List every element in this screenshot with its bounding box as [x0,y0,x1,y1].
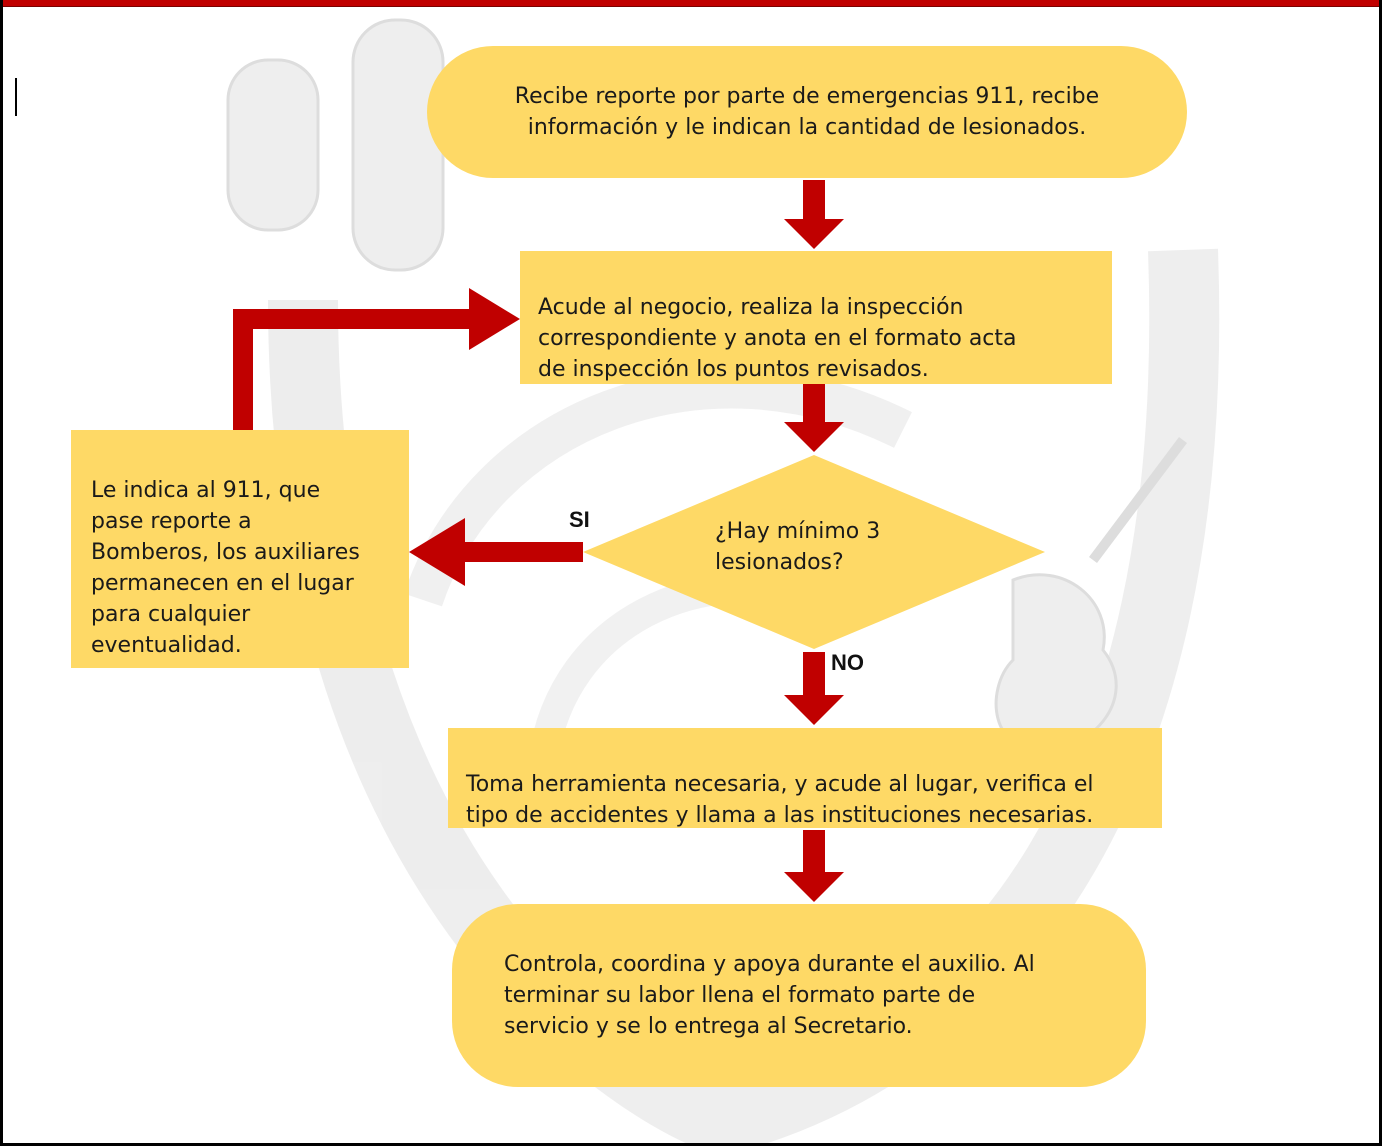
arrow-decision-to-tools-shaft [803,652,825,695]
text-cursor [15,78,17,116]
end-node: Controla, coordina y apoya durante el au… [452,904,1146,1087]
header-red-bar [3,0,1379,7]
flow-connectors [233,180,844,902]
no-label: NO [831,650,864,675]
end-text: Controla, coordina y apoya durante el au… [504,952,1035,1039]
arrow-inspection-to-decision-shaft [803,377,825,422]
start-text: Recibe reporte por parte de emergencias … [514,84,1100,140]
notify-911-text: Le indica al 911, que pase reporte a Bom… [91,478,360,658]
tools-step: Toma herramienta necesaria, y acude al l… [448,728,1162,828]
tools-text: Toma herramienta necesaria, y acude al l… [466,772,1094,828]
arrow-loop-head [469,288,520,350]
arrow-tools-to-end-shaft [803,830,825,872]
arrow-yes-head [409,518,465,586]
arrow-loop-vertical [233,309,253,431]
inspection-step: Acude al negocio, realiza la inspección … [520,251,1112,384]
arrow-tools-to-end-head [784,872,844,902]
arrow-loop-horizontal [233,309,469,329]
yes-label: SI [569,507,590,532]
arrow-decision-to-tools-head [784,695,844,725]
decision-text: ¿Hay mínimo 3 lesionados? [715,519,881,575]
start-node: Recibe reporte por parte de emergencias … [427,46,1187,178]
decision-diamond [583,455,1045,649]
arrow-start-to-inspection-head [784,219,844,249]
arrow-start-to-inspection-shaft [803,180,825,219]
arrow-yes-shaft [465,542,583,562]
inspection-text: Acude al negocio, realiza la inspección … [538,295,1017,382]
arrow-inspection-to-decision-head [784,422,844,452]
notify-911-step: Le indica al 911, que pase reporte a Bom… [71,430,409,668]
